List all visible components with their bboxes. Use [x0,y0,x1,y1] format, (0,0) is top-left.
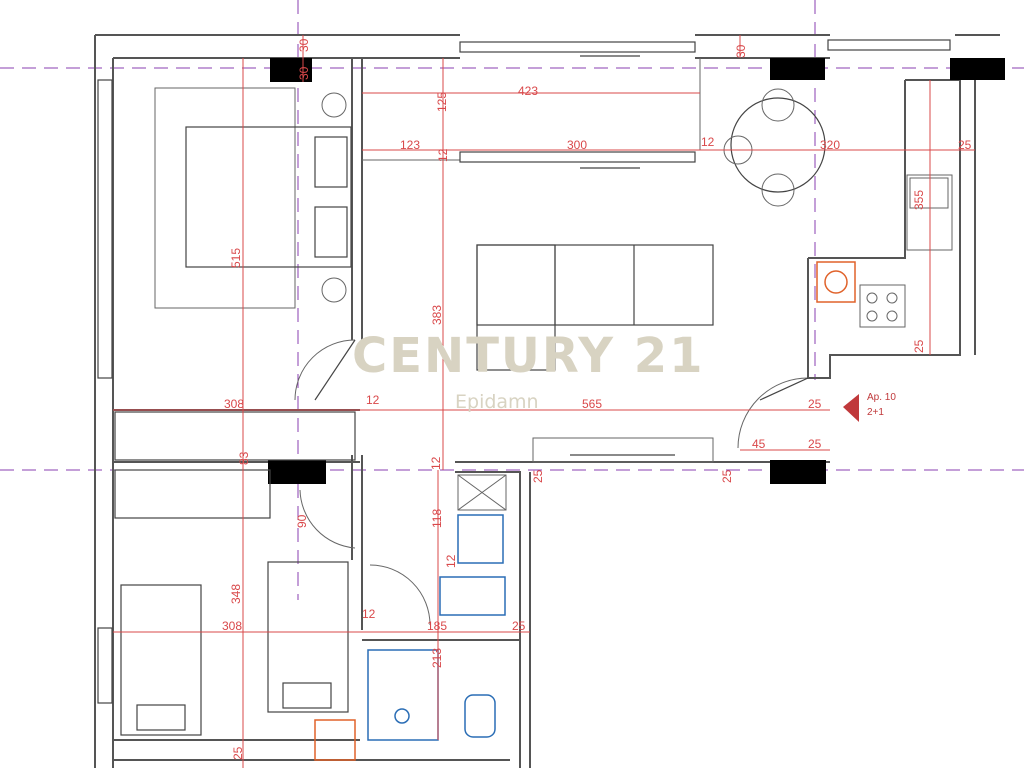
watermark-office: Epidamn [455,391,539,413]
dim-label: 123 [400,138,420,152]
dim-label: 300 [567,138,587,152]
dim-label: 25 [808,437,822,451]
entrance-arrow-icon [843,394,859,422]
bathroom-fixtures [367,474,507,741]
watermark-brand: CENTURY 21 [352,328,705,384]
dimension-lines [113,35,975,768]
dim-label: 30 [297,66,311,80]
dim-label: 45 [752,437,766,451]
kitchen-fixtures [816,174,953,328]
dim-label: 213 [430,648,444,668]
dim-label: 125 [435,92,449,112]
dim-label: 185 [427,619,447,633]
dim-label: 83 [237,451,251,465]
dim-label: 320 [820,138,840,152]
apartment-marker: Ap. 10 2+1 [843,392,896,422]
dim-label: 118 [430,509,444,528]
dim-label: 12 [444,554,458,568]
door-swings [294,339,809,626]
dim-label: 423 [518,84,538,98]
dim-label: 25 [958,138,972,152]
dim-label: 348 [229,584,243,604]
watermark: CENTURY 21 Epidamn [352,328,705,413]
dim-label: 12 [436,148,450,162]
dim-label: 25 [231,746,245,760]
dim-label: 25 [512,619,526,633]
dim-label: 12 [362,607,376,621]
dim-label: 383 [430,305,444,325]
living-furniture [476,88,826,463]
dim-label: 30 [734,44,748,58]
dim-label: 25 [912,339,926,353]
dim-label: 25 [720,469,734,483]
windows [97,39,951,704]
apartment-label: Ap. 10 [867,392,896,403]
grid-axes [0,0,1024,600]
apartment-type: 2+1 [867,407,884,418]
structural-columns [268,58,1005,484]
dim-label: 25 [808,397,822,411]
dim-label: 90 [295,514,309,528]
dim-label: 308 [224,397,244,411]
dim-label: 12 [701,135,715,149]
dim-label: 515 [229,248,243,268]
bedroom-2-furniture [120,561,356,761]
dim-label: 30 [297,38,311,52]
dim-label: 25 [531,469,545,483]
dim-label: 12 [429,456,443,470]
dim-label: 355 [912,190,926,210]
bedroom-1-furniture [114,87,356,519]
dim-label: 565 [582,397,602,411]
dimension-labels: 30 30 423 125 123 12 300 12 30 320 25 35… [222,38,972,760]
dim-label: 308 [222,619,242,633]
dim-label: 12 [366,393,380,407]
